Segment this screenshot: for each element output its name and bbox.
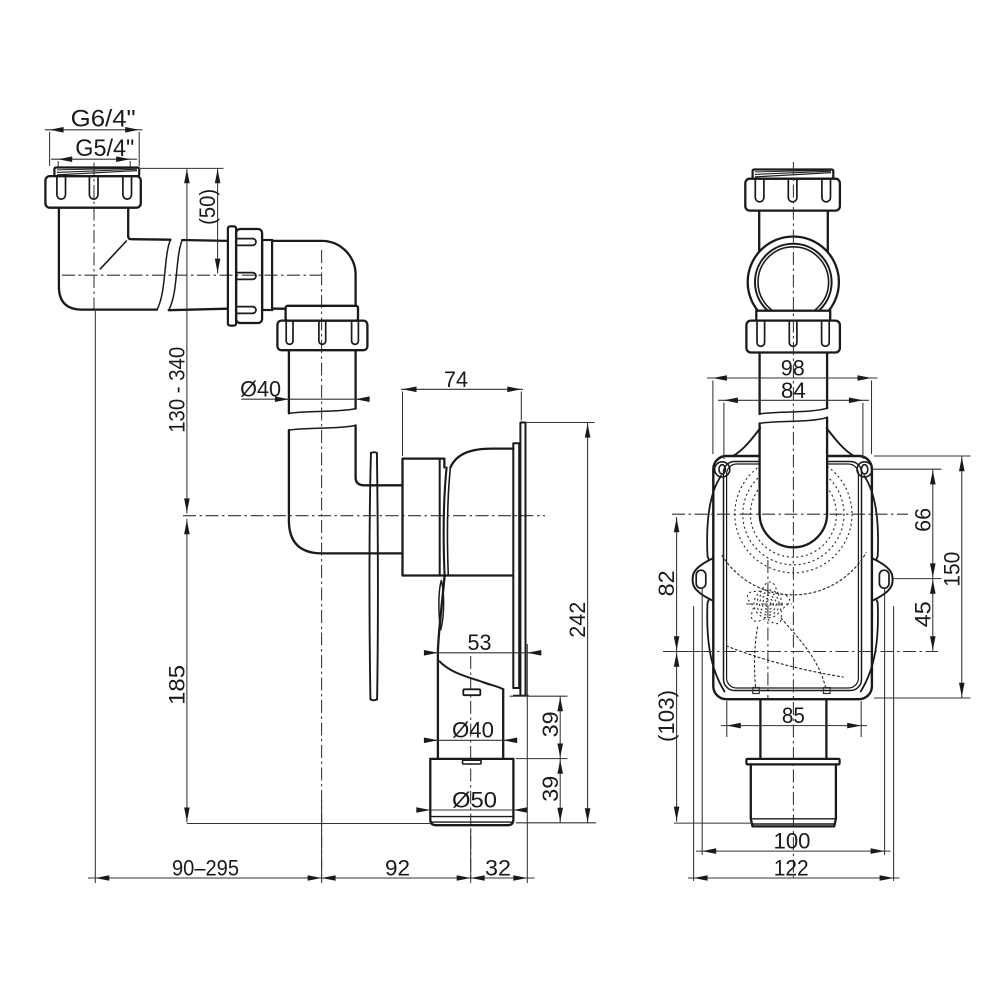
svg-text:90–295: 90–295 — [172, 855, 239, 880]
svg-text:(103): (103) — [654, 690, 679, 742]
svg-text:Ø40: Ø40 — [240, 377, 281, 402]
svg-text:84: 84 — [781, 378, 806, 403]
svg-text:66: 66 — [910, 508, 935, 532]
svg-text:74: 74 — [444, 367, 468, 392]
svg-text:150: 150 — [939, 552, 964, 587]
svg-text:G5/4": G5/4" — [75, 135, 134, 162]
svg-text:122: 122 — [774, 855, 809, 880]
svg-text:Ø40: Ø40 — [452, 718, 494, 743]
svg-text:Ø50: Ø50 — [452, 787, 497, 812]
svg-text:185: 185 — [165, 665, 190, 705]
svg-text:85: 85 — [782, 703, 805, 728]
svg-text:32: 32 — [485, 855, 511, 880]
svg-text:(50): (50) — [195, 189, 220, 225]
svg-text:92: 92 — [385, 855, 410, 880]
svg-text:242: 242 — [565, 602, 590, 638]
svg-text:G6/4": G6/4" — [71, 105, 136, 132]
svg-text:53: 53 — [468, 630, 492, 655]
svg-text:45: 45 — [910, 601, 935, 627]
svg-text:39: 39 — [538, 776, 563, 802]
svg-text:82: 82 — [654, 570, 679, 596]
svg-text:39: 39 — [538, 711, 563, 737]
svg-text:130 - 340: 130 - 340 — [165, 347, 190, 433]
svg-text:100: 100 — [774, 829, 811, 854]
svg-text:98: 98 — [781, 356, 805, 381]
